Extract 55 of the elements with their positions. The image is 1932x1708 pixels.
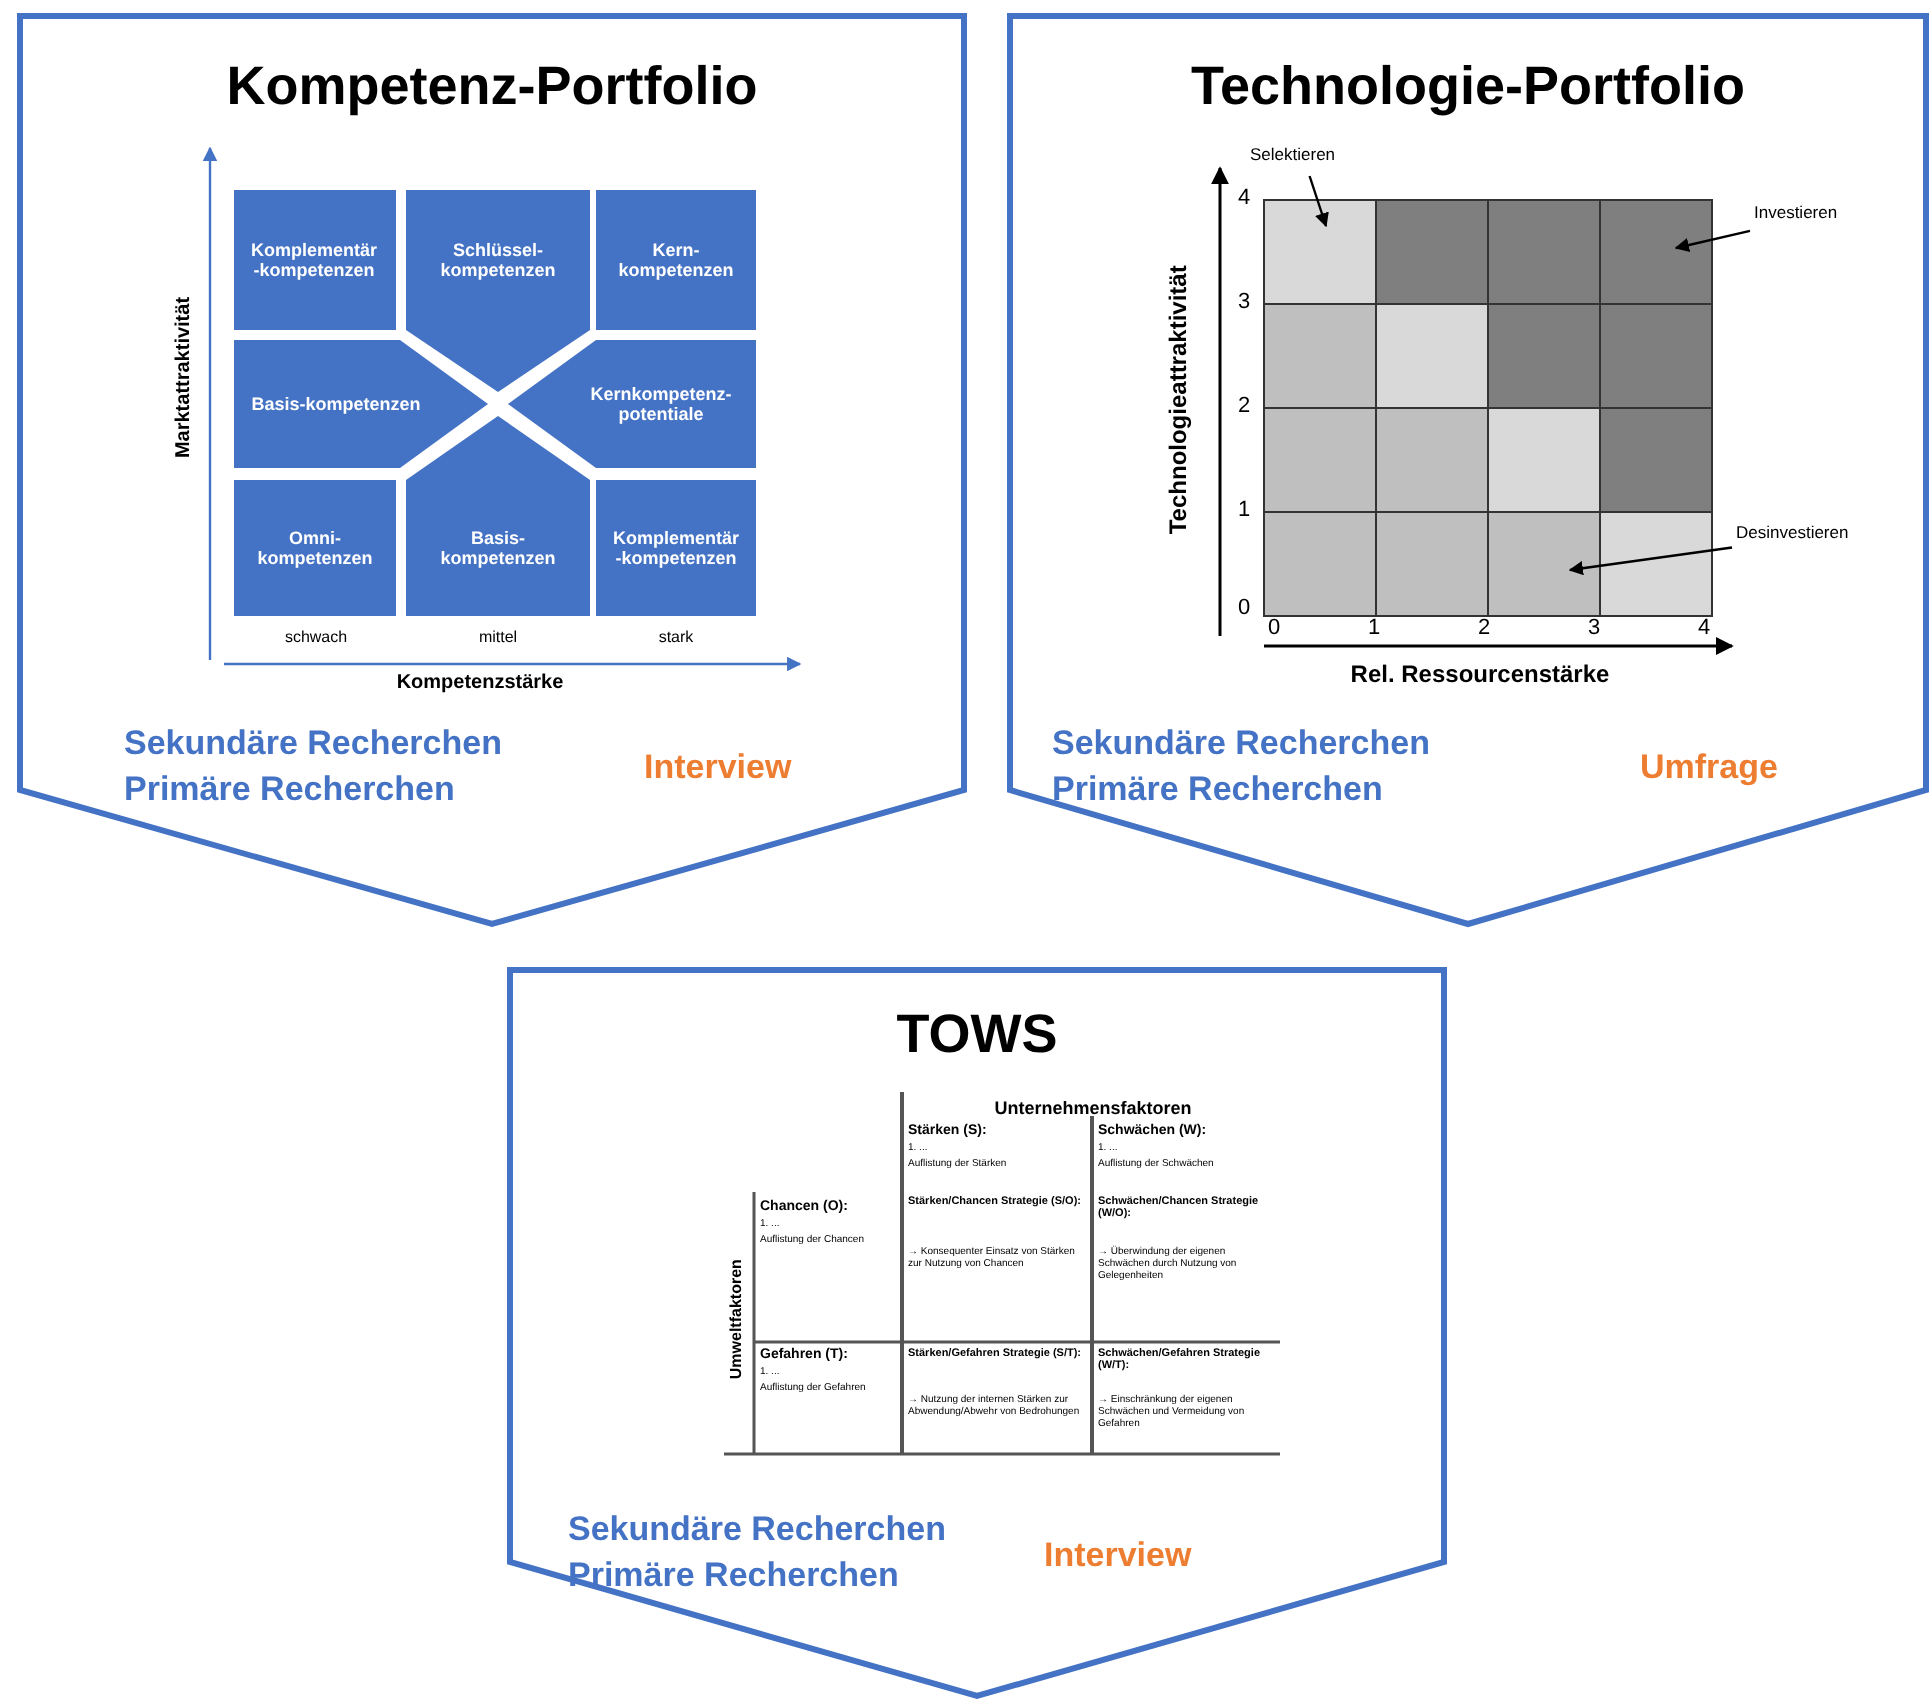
panel-title: Technologie-Portfolio: [1189, 56, 1747, 119]
leader-arrow: [1568, 546, 1733, 576]
cell-label: Schlüssel- kompetenzen: [438, 237, 558, 284]
cell-label: Komplementär -kompetenzen: [248, 237, 379, 284]
axis-tick-label: mittel: [476, 628, 520, 647]
axis-tick-label: 4: [1695, 616, 1713, 642]
axis-title: Marktattraktivität: [172, 294, 196, 463]
axis-tick-label: 1: [1365, 616, 1383, 642]
portfolio-cell: [596, 480, 756, 616]
axis-tick-label: 3: [1235, 290, 1253, 316]
portfolio-cell: [234, 480, 396, 616]
method-label: Interview: [1044, 1536, 1192, 1576]
cell-label: Kern- kompetenzen: [616, 237, 736, 284]
portfolio-cell: [234, 340, 488, 468]
chevron-panel: [20, 16, 964, 924]
research-label: Primäre Recherchen: [124, 770, 455, 810]
chevron-panel: [510, 970, 1444, 1696]
axis-tick-label: 3: [1585, 616, 1603, 642]
research-label: Primäre Recherchen: [568, 1556, 899, 1596]
panel-title: TOWS: [894, 1004, 1060, 1067]
portfolio-cell: [234, 190, 396, 330]
research-label: Primäre Recherchen: [1052, 770, 1383, 810]
axis-tick-label: 2: [1475, 616, 1493, 642]
axis-title: Rel. Ressourcenstärke: [1348, 662, 1612, 690]
research-label: Sekundäre Recherchen: [1052, 724, 1430, 764]
axis-tick-label: 2: [1235, 394, 1253, 420]
axis-title: Technologieattraktivität: [1166, 263, 1194, 539]
annotation-text: Selektieren: [1250, 146, 1338, 166]
method-label: Umfrage: [1640, 748, 1778, 788]
cell-label: Komplementär -kompetenzen: [610, 525, 741, 572]
leader-arrow: [1308, 175, 1329, 228]
cell-label: Kernkompetenz- potentiale: [588, 381, 734, 428]
leader-arrow: [1674, 229, 1751, 253]
method-label: Interview: [644, 748, 792, 788]
cell-label: Basis- kompetenzen: [438, 525, 558, 572]
portfolio-cell: [596, 190, 756, 330]
annotation-text: Investieren: [1754, 204, 1840, 224]
table-heading: Umweltfaktoren: [726, 1257, 746, 1384]
cell-label: Omni- kompetenzen: [255, 525, 375, 572]
panel-title: Kompetenz-Portfolio: [224, 56, 760, 119]
table-heading: Unternehmensfaktoren: [992, 1098, 1194, 1119]
portfolio-cell: [406, 416, 590, 616]
axis-tick-label: schwach: [282, 628, 350, 647]
portfolio-cell: [406, 190, 590, 392]
portfolio-cell: [508, 340, 756, 468]
axis-title: Kompetenzstärke: [394, 672, 566, 695]
axis-tick-label: 0: [1265, 616, 1283, 642]
cell-label: Basis-kompetenzen: [249, 391, 423, 418]
axis-tick-label: 4: [1235, 186, 1253, 212]
research-label: Sekundäre Recherchen: [568, 1510, 946, 1550]
axis-tick-label: 0: [1235, 596, 1253, 622]
axis-tick-label: 1: [1235, 498, 1253, 524]
research-label: Sekundäre Recherchen: [124, 724, 502, 764]
annotation-text: Desinvestieren: [1736, 524, 1851, 544]
axis-tick-label: stark: [656, 628, 696, 647]
